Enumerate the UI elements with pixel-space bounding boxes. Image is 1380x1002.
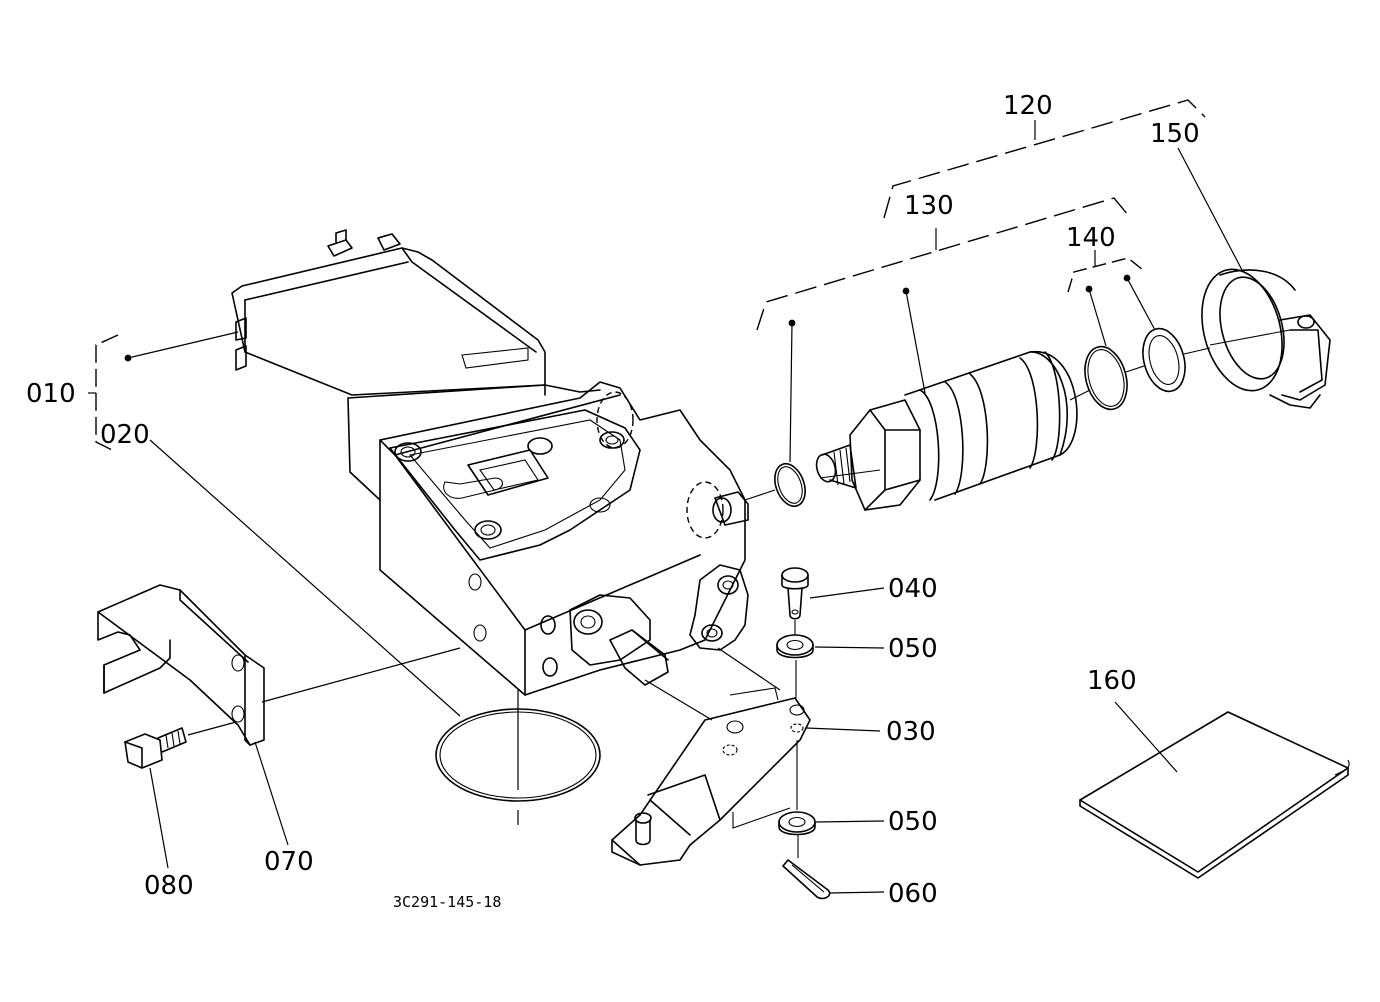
leader-lines bbox=[88, 120, 1243, 894]
drawing-code: 3C291-145-18 bbox=[393, 893, 501, 911]
callout-070: 070 bbox=[264, 847, 314, 877]
group-bracket-120 bbox=[883, 99, 1206, 219]
callout-130: 130 bbox=[904, 191, 954, 221]
cartridge-130 bbox=[815, 351, 1078, 511]
callout-010: 010 bbox=[26, 379, 76, 409]
callout-050-lower: 050 bbox=[888, 807, 938, 837]
pin-040 bbox=[781, 567, 809, 620]
callout-150: 150 bbox=[1150, 119, 1200, 149]
o-ring-small-port bbox=[774, 462, 806, 508]
bolt-080 bbox=[124, 727, 187, 769]
callout-120: 120 bbox=[1003, 91, 1053, 121]
instruction-sheet-160 bbox=[1079, 711, 1350, 879]
o-ring-140 bbox=[1084, 345, 1128, 411]
callout-040: 040 bbox=[888, 574, 938, 604]
cotter-pin-060 bbox=[782, 859, 831, 900]
o-ring-020 bbox=[435, 690, 601, 825]
bracket-070 bbox=[97, 584, 265, 746]
clamp-150 bbox=[1201, 268, 1331, 409]
callout-020: 020 bbox=[100, 420, 150, 450]
washer-050-upper bbox=[776, 634, 814, 659]
washer-050-lower bbox=[778, 811, 816, 836]
backup-ring-140 bbox=[1142, 327, 1186, 393]
group-bracket-140 bbox=[1067, 257, 1144, 293]
callout-060: 060 bbox=[888, 879, 938, 909]
callout-140: 140 bbox=[1066, 223, 1116, 253]
leader-dots bbox=[124, 274, 1131, 362]
callout-030: 030 bbox=[886, 717, 936, 747]
valve-body-assembly bbox=[231, 229, 749, 696]
callout-160: 160 bbox=[1087, 666, 1137, 696]
lever-030 bbox=[611, 687, 811, 866]
callout-050-upper: 050 bbox=[888, 634, 938, 664]
group-bracket-130 bbox=[756, 197, 1129, 331]
callout-080: 080 bbox=[144, 871, 194, 901]
